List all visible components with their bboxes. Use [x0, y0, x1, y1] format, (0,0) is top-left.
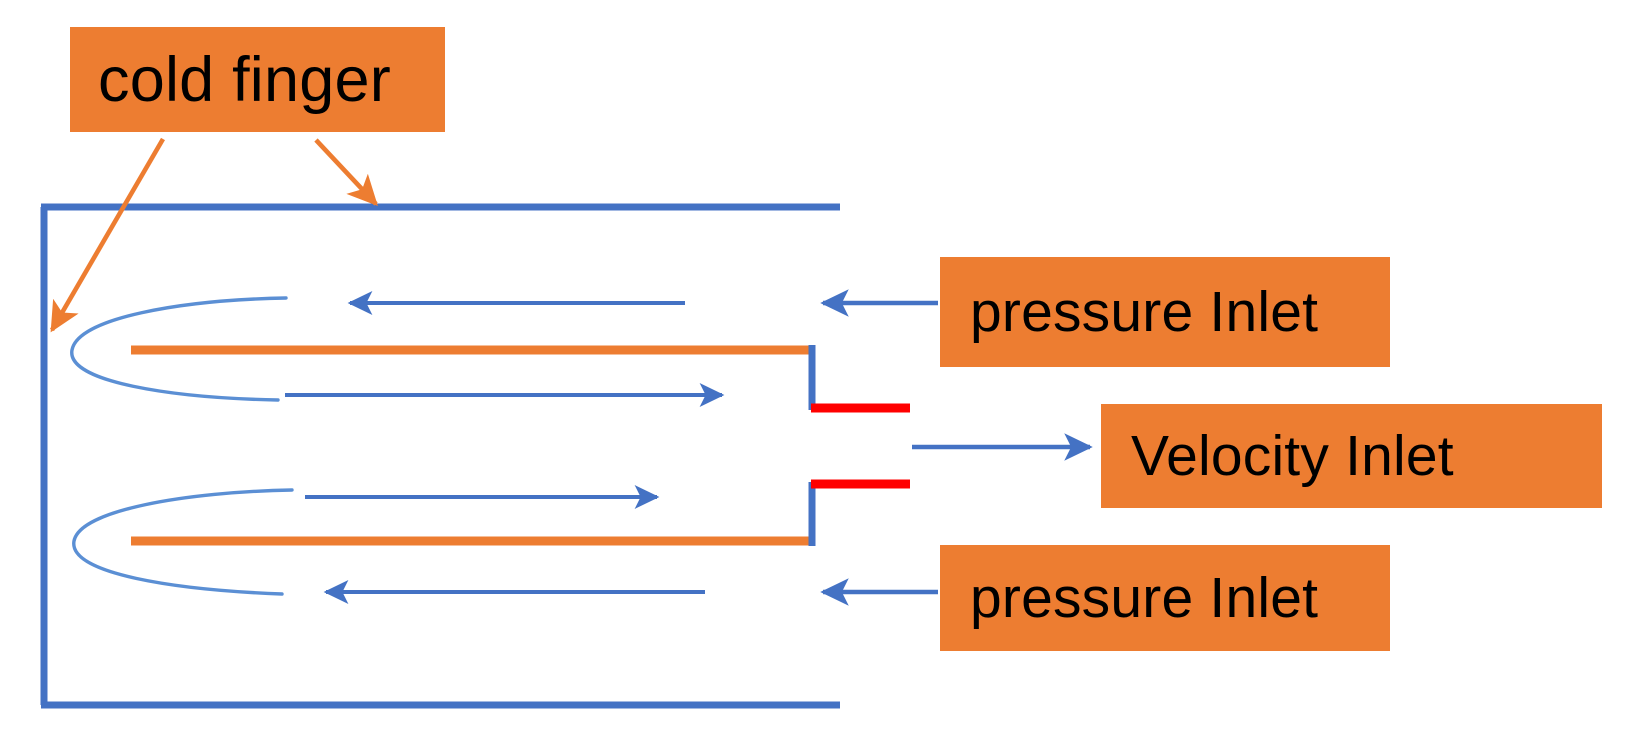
callout-arrow-cold-finger-top — [314, 138, 378, 207]
red-boundary-group — [811, 403, 910, 489]
label-velocity-inlet-text: Velocity Inlet — [1131, 424, 1454, 488]
streamline-uturn-upper — [70, 296, 288, 402]
outer-wall-group — [40, 203, 840, 709]
label-velocity-inlet: Velocity Inlet — [1101, 404, 1602, 508]
label-pressure-inlet-top: pressure Inlet — [940, 257, 1390, 367]
label-pressure-inlet-top-text: pressure Inlet — [970, 280, 1319, 344]
label-pressure-inlet-bottom-text: pressure Inlet — [970, 566, 1319, 630]
callout-arrow-group — [50, 137, 1093, 606]
streamline-curve-group — [70, 296, 294, 596]
streamline-uturn-lower — [72, 488, 294, 596]
label-pressure-inlet-bottom: pressure Inlet — [940, 545, 1390, 651]
label-cold-finger-text: cold finger — [98, 44, 391, 115]
label-cold-finger: cold finger — [70, 27, 445, 132]
callout-arrow-cold-finger-left — [50, 137, 165, 333]
flow-arrow-group — [285, 291, 725, 605]
inner-divider-group — [131, 345, 812, 546]
